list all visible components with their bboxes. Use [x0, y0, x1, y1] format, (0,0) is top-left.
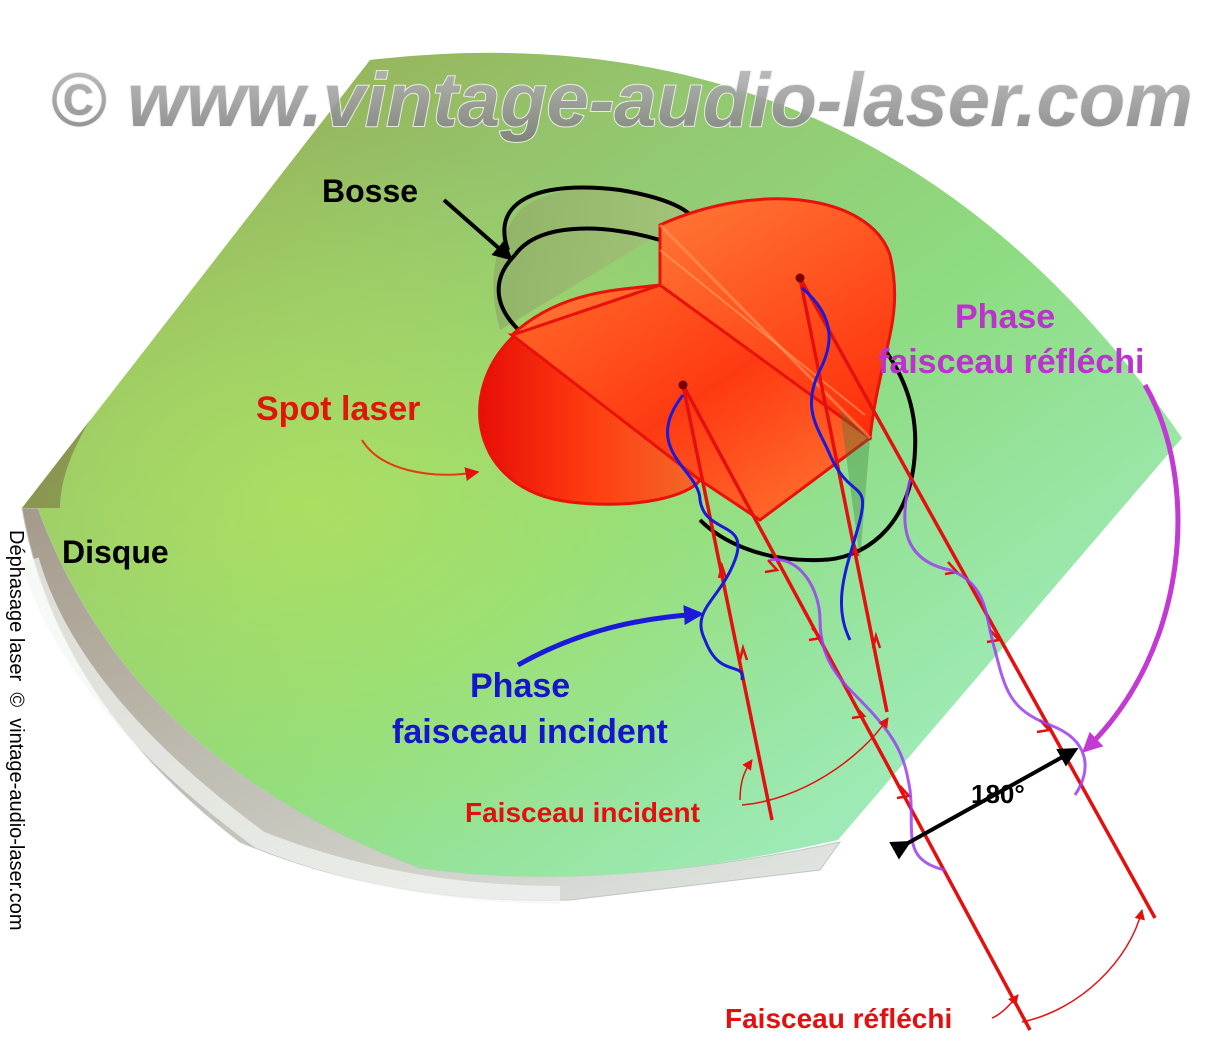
disc-dark-corner [22, 420, 90, 508]
incident-waves [666, 286, 865, 681]
incident-phase-label-line1: Phase [470, 667, 570, 705]
reflected-phase-pointer-arrow [1082, 383, 1181, 753]
bump-pointer-arrow [442, 198, 514, 261]
reflected-phase-label-line2: faisceau réfléchi [878, 343, 1144, 381]
laser-spot-label: Spot laser [256, 390, 420, 428]
incident-phase-label-line2: faisceau incident [392, 713, 668, 751]
reflected-phase-label-line1: Phase [955, 298, 1055, 336]
disc-label: Disque [62, 534, 169, 570]
incident-phase-pointer-arrow [516, 605, 704, 668]
incident-beam-pointer-arrow [739, 759, 753, 801]
incident-beam-label: Faisceau incident [465, 797, 700, 828]
reflected-beam-label: Faisceau réfléchi [725, 1003, 952, 1034]
incident-beam-pointer-arrow-2 [741, 717, 889, 806]
watermark: © www.vintage-audio-laser.com [50, 58, 1193, 143]
side-caption: Déphasage laser © vintage-audio-laser.co… [5, 530, 27, 931]
reflected-beam-pointer-arrow-2 [1021, 908, 1145, 1023]
phase-shift-arrow [889, 748, 1079, 860]
reflected-beam-pointer-arrow [991, 994, 1019, 1019]
beams [678, 273, 1157, 1031]
disc-edge-highlight [21, 557, 561, 904]
phase-shift-label: 180° [971, 779, 1025, 809]
laser-spot-pointer-arrow [361, 439, 480, 481]
bump-label: Bosse [322, 173, 418, 209]
